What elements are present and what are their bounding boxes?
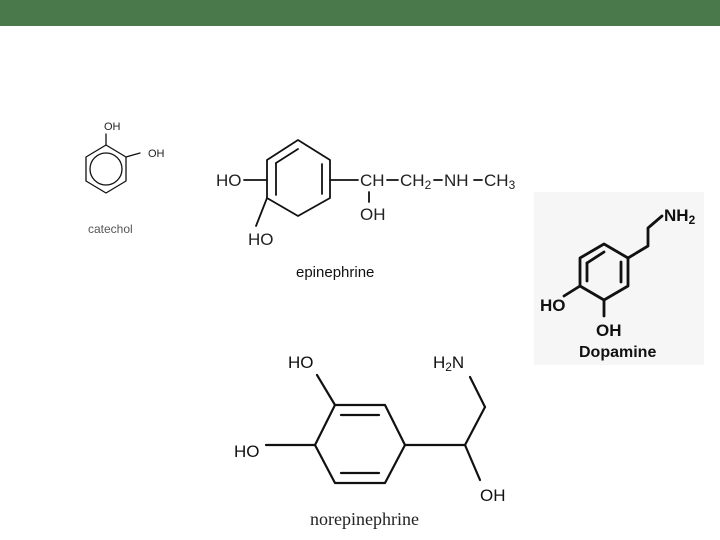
epinephrine-ch3: CH3 [484,171,516,192]
dopamine-bonds [562,214,664,318]
top-bar [0,0,720,26]
dopamine-nh2: NH2 [664,206,696,227]
norepinephrine-structure: HO HO H2N OH norepinephrine [230,345,530,535]
epinephrine-ho-ring: HO [216,171,242,190]
catechol-oh-top: OH [104,121,121,133]
norepinephrine-ho-top: HO [288,353,314,372]
epinephrine-ho-bottom: HO [248,230,274,249]
epinephrine-bonds [243,139,483,227]
catechol-ring [85,133,141,194]
catechol-label: catechol [88,222,133,236]
epinephrine-structure: HO HO CH CH2 NH CH3 OH epinephrine [212,132,522,282]
epinephrine-oh-side: OH [360,205,386,224]
norepinephrine-bonds [264,373,487,485]
catechol-structure: OH OH catechol [70,115,170,240]
dopamine-oh-bottom: OH [596,321,622,340]
dopamine-structure: NH2 HO OH Dopamine [534,192,704,365]
epinephrine-label: epinephrine [296,264,375,281]
norepinephrine-oh-side: OH [480,486,506,505]
epinephrine-ch: CH [360,171,385,190]
catechol-oh-right: OH [148,148,165,160]
epinephrine-nh: NH [444,171,469,190]
norepinephrine-h2n: H2N [433,353,465,374]
epinephrine-ch2: CH2 [400,171,432,192]
norepinephrine-ho-left: HO [234,442,260,461]
dopamine-label: Dopamine [579,344,657,361]
norepinephrine-label: norepinephrine [310,509,419,529]
dopamine-ho-left: HO [540,296,566,315]
